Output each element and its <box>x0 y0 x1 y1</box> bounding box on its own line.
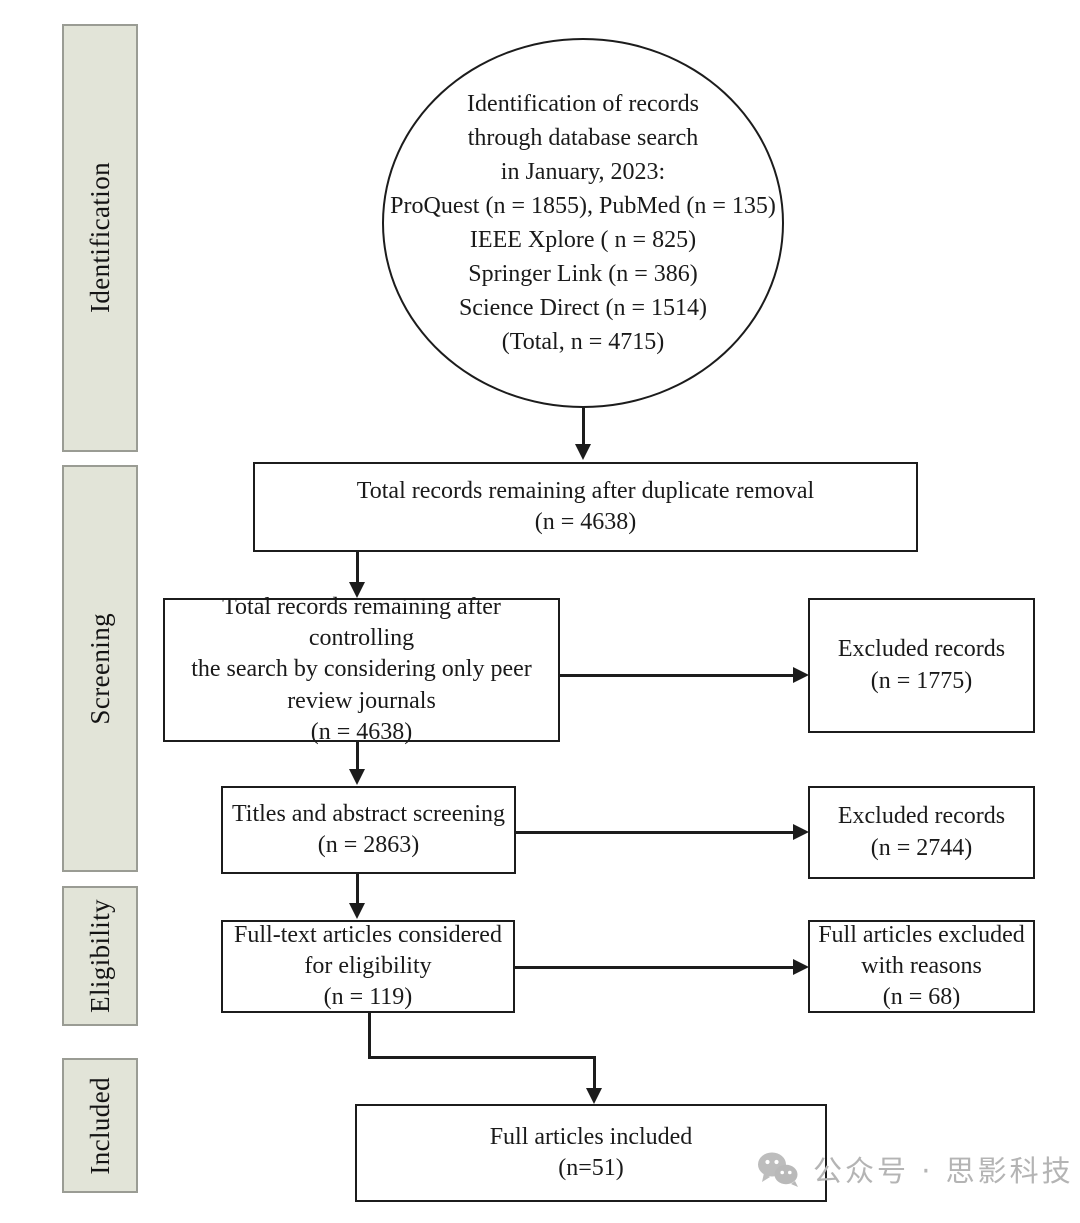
connector-peer-review-to-excluded <box>560 674 795 677</box>
node-duplicate-removal: Total records remaining after duplicate … <box>253 462 918 552</box>
phase-identification: Identification <box>62 24 138 452</box>
connector-included-drop <box>593 1056 596 1090</box>
connector-eligibility-to-included-vertical <box>368 1013 371 1059</box>
arrowhead-included <box>586 1088 602 1104</box>
arrowhead-peer-review-to-excluded <box>793 667 809 683</box>
connector-eligibility-to-excluded <box>515 966 795 969</box>
connector-circle-to-duplicates <box>582 408 585 448</box>
node-title-abstract-screening-text: Titles and abstract screening (n = 2863) <box>231 800 506 858</box>
phase-eligibility-label: Eligibility <box>84 899 115 1013</box>
node-full-text-eligibility-text: Full-text articles considered for eligib… <box>234 921 502 1011</box>
connector-eligibility-to-included-horizontal <box>368 1056 596 1059</box>
connector-screening-to-eligibility <box>356 874 359 904</box>
phase-included-label: Included <box>84 1076 115 1175</box>
watermark-text: 公众号 · 思影科技 <box>813 1154 1074 1188</box>
node-duplicate-removal-text: Total records remaining after duplicate … <box>356 477 815 535</box>
node-peer-review-filter-text: Total records remaining after controllin… <box>191 594 532 745</box>
arrowhead-circle-to-duplicates <box>575 444 591 460</box>
node-excluded-title-abstract: Excluded records (n = 2744) <box>808 786 1035 879</box>
arrowhead-peer-review-to-screening <box>349 769 365 785</box>
node-excluded-full-text-text: Full articles excluded with reasons (n =… <box>818 921 1025 1011</box>
node-identification-circle-text: Identification of records through databa… <box>390 90 776 356</box>
node-excluded-title-abstract-text: Excluded records (n = 2744) <box>837 803 1006 861</box>
node-excluded-peer-review: Excluded records (n = 1775) <box>808 598 1035 733</box>
node-included-final-text: Full articles included (n=51) <box>489 1123 693 1181</box>
node-included-final: Full articles included (n=51) <box>355 1104 827 1202</box>
phase-included: Included <box>62 1058 138 1193</box>
connector-peer-review-to-screening <box>356 742 359 770</box>
phase-screening-label: Screening <box>84 612 115 725</box>
arrowhead-screening-to-eligibility <box>349 903 365 919</box>
node-excluded-full-text: Full articles excluded with reasons (n =… <box>808 920 1035 1013</box>
arrowhead-screening-to-excluded <box>793 824 809 840</box>
node-excluded-peer-review-text: Excluded records (n = 1775) <box>837 636 1006 694</box>
phase-identification-label: Identification <box>84 162 115 314</box>
phase-eligibility: Eligibility <box>62 886 138 1026</box>
connector-screening-to-excluded <box>516 831 795 834</box>
node-full-text-eligibility: Full-text articles considered for eligib… <box>221 920 515 1013</box>
connector-duplicates-to-peer-review <box>356 552 359 584</box>
phase-screening: Screening <box>62 465 138 872</box>
node-identification-circle: Identification of records through databa… <box>382 38 784 408</box>
node-title-abstract-screening: Titles and abstract screening (n = 2863) <box>221 786 516 874</box>
node-peer-review-filter: Total records remaining after controllin… <box>163 594 560 745</box>
arrowhead-duplicates-to-peer-review <box>349 582 365 598</box>
arrowhead-eligibility-to-excluded <box>793 959 809 975</box>
